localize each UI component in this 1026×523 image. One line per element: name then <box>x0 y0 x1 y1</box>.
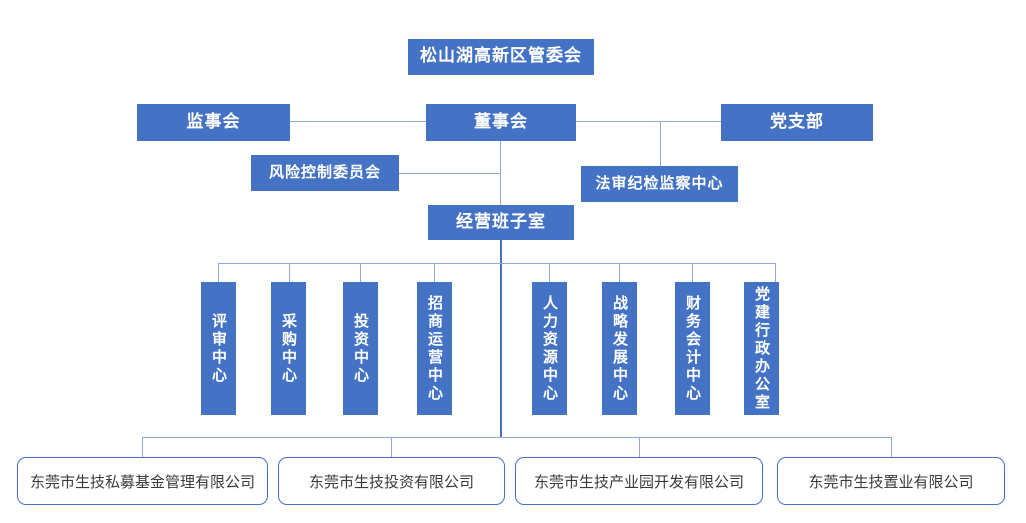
dept-human-resources-center[interactable]: 人力资源中心 <box>532 282 567 415</box>
dept-investment-promotion-center[interactable]: 招商运营中心 <box>417 282 452 415</box>
subsidiary-fund-management[interactable]: 东莞市生技私募基金管理有限公司 <box>17 457 268 505</box>
subsidiary-park-development-label: 东莞市生技产业园开发有限公司 <box>533 472 744 491</box>
node-audit-discipline-center[interactable]: 法审纪检监察中心 <box>581 166 738 202</box>
node-supervisory-board[interactable]: 监事会 <box>137 104 290 141</box>
connector-drop-investment <box>360 263 361 282</box>
connector-drop-party-admin <box>775 263 776 282</box>
node-board-of-directors[interactable]: 董事会 <box>426 104 576 141</box>
dept-procurement-center[interactable]: 采购中心 <box>271 282 306 415</box>
connector-drop-procurement <box>289 263 290 282</box>
dept-review-center-label: 评审中心 <box>210 312 228 385</box>
node-management-office[interactable]: 经营班子室 <box>428 205 574 240</box>
node-top-authority[interactable]: 松山湖高新区管委会 <box>408 39 594 75</box>
connector-drop-realty <box>891 437 892 458</box>
subsidiary-realty-label: 东莞市生技置业有限公司 <box>808 472 974 491</box>
connector-drop-fund <box>142 437 143 458</box>
node-board-of-directors-label: 董事会 <box>474 111 528 132</box>
connector-drop-review <box>218 263 219 282</box>
dept-human-resources-center-label: 人力资源中心 <box>541 294 559 403</box>
dept-investment-center[interactable]: 投资中心 <box>343 282 378 415</box>
node-party-branch[interactable]: 党支部 <box>721 104 873 141</box>
dept-party-admin-office[interactable]: 党建行政办公室 <box>744 282 779 415</box>
dept-strategy-development-center[interactable]: 战略发展中心 <box>602 282 637 415</box>
connector-supervisory-board <box>290 121 426 122</box>
dept-review-center[interactable]: 评审中心 <box>201 282 236 415</box>
dept-finance-accounting-center-label: 财务会计中心 <box>684 294 702 403</box>
connector-drop-human-resources <box>549 263 550 282</box>
connector-subsidiary-bar <box>142 437 892 438</box>
dept-investment-promotion-center-label: 招商运营中心 <box>426 294 444 403</box>
subsidiary-park-development[interactable]: 东莞市生技产业园开发有限公司 <box>515 457 763 505</box>
subsidiary-investment-co-label: 东莞市生技投资有限公司 <box>308 472 474 491</box>
node-risk-control-committee-label: 风险控制委员会 <box>268 163 381 182</box>
dept-party-admin-office-label: 党建行政办公室 <box>753 285 771 412</box>
node-party-branch-label: 党支部 <box>770 111 824 132</box>
dept-procurement-center-label: 采购中心 <box>280 312 298 385</box>
dept-finance-accounting-center[interactable]: 财务会计中心 <box>675 282 710 415</box>
subsidiary-fund-management-label: 东莞市生技私募基金管理有限公司 <box>29 472 255 491</box>
node-management-office-label: 经营班子室 <box>456 211 546 232</box>
subsidiary-investment-co[interactable]: 东莞市生技投资有限公司 <box>278 457 505 505</box>
node-top-authority-label: 松山湖高新区管委会 <box>420 46 582 67</box>
connector-department-bar <box>218 263 776 264</box>
connector-drop-investment-promotion <box>434 263 435 282</box>
dept-strategy-development-center-label: 战略发展中心 <box>611 294 629 403</box>
node-risk-control-committee[interactable]: 风险控制委员会 <box>251 155 399 191</box>
connector-drop-strategy <box>619 263 620 282</box>
connector-board-party <box>576 121 721 122</box>
subsidiary-realty[interactable]: 东莞市生技置业有限公司 <box>777 457 1005 505</box>
dept-investment-center-label: 投资中心 <box>352 312 370 385</box>
connector-drop-park-dev <box>639 437 640 458</box>
connector-board-audit-vertical <box>660 121 661 166</box>
connector-drop-invest-co <box>391 437 392 458</box>
node-audit-discipline-center-label: 法审纪检监察中心 <box>595 174 724 193</box>
node-supervisory-board-label: 监事会 <box>186 111 241 132</box>
connector-drop-finance <box>692 263 693 282</box>
connector-management-spine <box>500 239 502 438</box>
connector-board-risk <box>399 173 501 174</box>
